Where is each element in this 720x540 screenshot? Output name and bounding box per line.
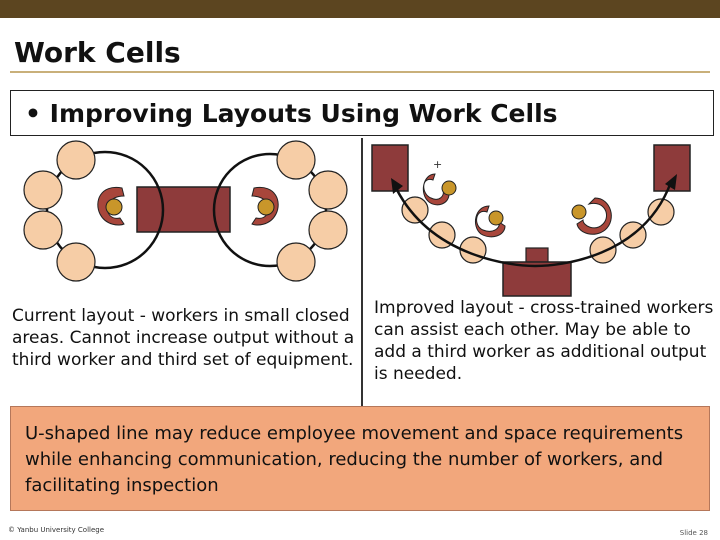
u-shape-benefits-text: U-shaped line may reduce employee moveme… — [25, 423, 684, 496]
arrow-head-left — [391, 178, 403, 194]
u-shape-flow-arrow — [395, 181, 673, 268]
workstation — [308, 210, 348, 250]
current-layout-svg — [23, 140, 348, 282]
slide-number: Slide 28 — [679, 529, 708, 537]
worker-head — [441, 180, 457, 196]
arrow-head-right — [665, 174, 677, 190]
title-underline — [10, 71, 710, 73]
improved-layout-svg: + — [371, 144, 691, 297]
machine-bottom — [502, 261, 572, 297]
right-cell-boundary — [212, 152, 328, 268]
layout-divider — [361, 138, 363, 406]
bullet-text: • Improving Layouts Using Work Cells — [25, 99, 558, 128]
worker-2 — [474, 205, 506, 238]
workstation — [23, 170, 63, 210]
workstation — [56, 140, 96, 180]
header-bar — [0, 0, 720, 18]
machine-left — [371, 144, 409, 192]
workstation — [23, 210, 63, 250]
workstation — [276, 140, 316, 180]
workstation — [401, 196, 429, 224]
workstation — [276, 242, 316, 282]
worker-3 — [576, 197, 612, 235]
plus-mark: + — [433, 158, 442, 171]
improved-layout-diagram: + — [363, 138, 720, 298]
current-layout-caption: Current layout - workers in small closed… — [12, 306, 355, 370]
workstation — [647, 198, 675, 226]
current-layout-diagram — [0, 138, 361, 298]
machine-bottom-top — [525, 247, 549, 263]
left-cell-boundary — [45, 150, 165, 270]
bullet-box: • Improving Layouts Using Work Cells — [10, 90, 714, 136]
footer-copyright: © Yanbu University College — [8, 526, 105, 534]
worker-head — [105, 198, 123, 216]
improved-layout-caption: Improved layout - cross-trained workers … — [374, 298, 714, 384]
workstation — [308, 170, 348, 210]
slide-title: Work Cells — [14, 36, 181, 69]
worker-head — [257, 198, 275, 216]
u-shape-benefits-box: U-shaped line may reduce employee moveme… — [10, 406, 710, 511]
workstation — [56, 242, 96, 282]
worker-head — [571, 204, 587, 220]
worker-head — [488, 210, 504, 226]
workstation — [589, 236, 617, 264]
